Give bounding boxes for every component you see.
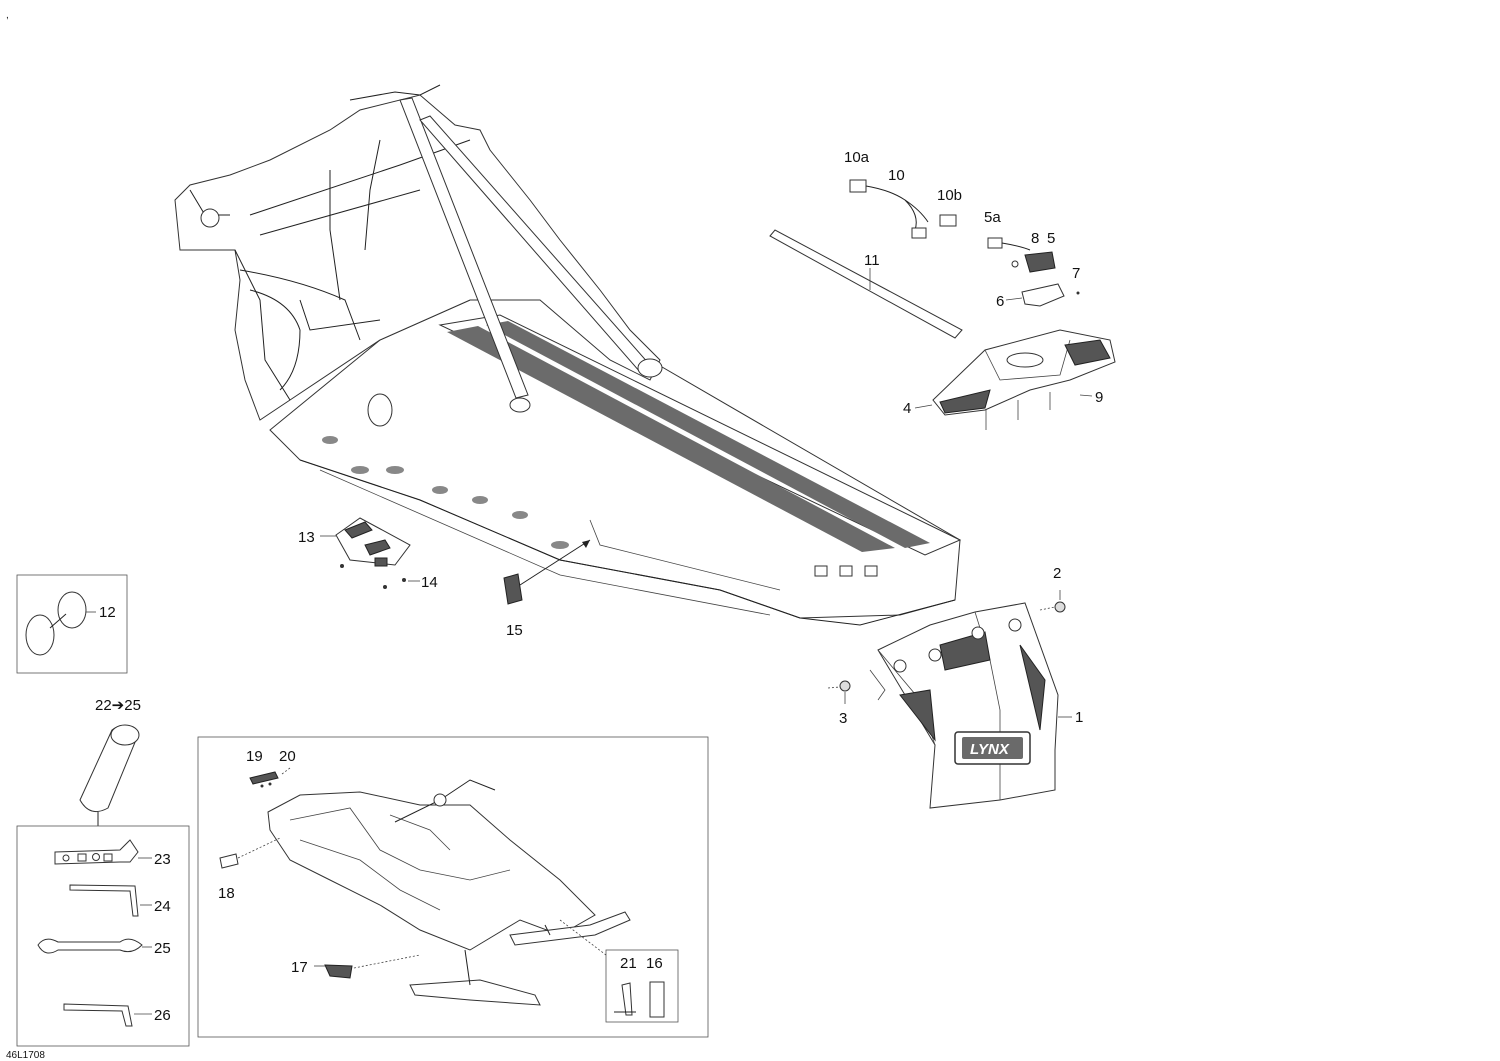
callout-10: 10 xyxy=(888,167,905,184)
callout-2: 2 xyxy=(1053,565,1061,582)
callout-10a: 10a xyxy=(844,149,870,166)
callout-1: 1 xyxy=(1075,709,1083,726)
callout-19: 19 xyxy=(246,748,263,765)
part-4-rear-fairing: 4 9 xyxy=(903,329,1116,430)
callout-24: 24 xyxy=(154,898,171,915)
callout-18: 18 xyxy=(218,885,235,902)
corner-mark: , xyxy=(6,10,9,21)
callout-15: 15 xyxy=(506,622,523,639)
callout-4: 4 xyxy=(903,400,911,417)
part-5-taillight: 5a 8 5 7 6 xyxy=(984,209,1080,310)
callout-3: 3 xyxy=(839,710,847,727)
callout-8: 8 xyxy=(1031,230,1039,247)
callout-23: 23 xyxy=(154,851,171,868)
callout-26: 26 xyxy=(154,1007,171,1024)
lynx-emblem: LYNX xyxy=(970,741,1010,758)
chassis-frame xyxy=(174,84,962,626)
tool-kit: 22➔25 23 24 25 26 xyxy=(16,697,190,1047)
decal-diagram-box: 19 20 18 17 21 16 xyxy=(197,736,709,1038)
part-13-bracket: 13 14 xyxy=(298,517,438,591)
callout-13: 13 xyxy=(298,529,315,546)
callout-14: 14 xyxy=(421,574,438,591)
part-12-box: 12 xyxy=(16,574,128,674)
callout-17: 17 xyxy=(291,959,308,976)
callout-16: 16 xyxy=(646,955,663,972)
callout-25: 25 xyxy=(154,940,171,957)
callout-10b: 10b xyxy=(937,187,962,204)
callout-5a: 5a xyxy=(984,209,1001,226)
callout-20: 20 xyxy=(279,748,296,765)
callout-22-25: 22➔25 xyxy=(95,697,141,714)
callout-21: 21 xyxy=(620,955,637,972)
part-15-clip: 15 xyxy=(503,539,591,639)
part-11-strip: 11 xyxy=(769,229,963,339)
callout-11: 11 xyxy=(864,252,880,269)
callout-12: 12 xyxy=(99,604,116,621)
callout-5: 5 xyxy=(1047,230,1055,247)
callout-6: 6 xyxy=(996,293,1004,310)
callout-7: 7 xyxy=(1072,265,1080,282)
part-1-rear-flap: LYNX 2 3 1 xyxy=(827,565,1083,809)
figure-code: 46L1708 xyxy=(6,1050,45,1061)
callout-9: 9 xyxy=(1095,389,1103,406)
part-10-harness: 10a 10 10b xyxy=(844,149,962,239)
